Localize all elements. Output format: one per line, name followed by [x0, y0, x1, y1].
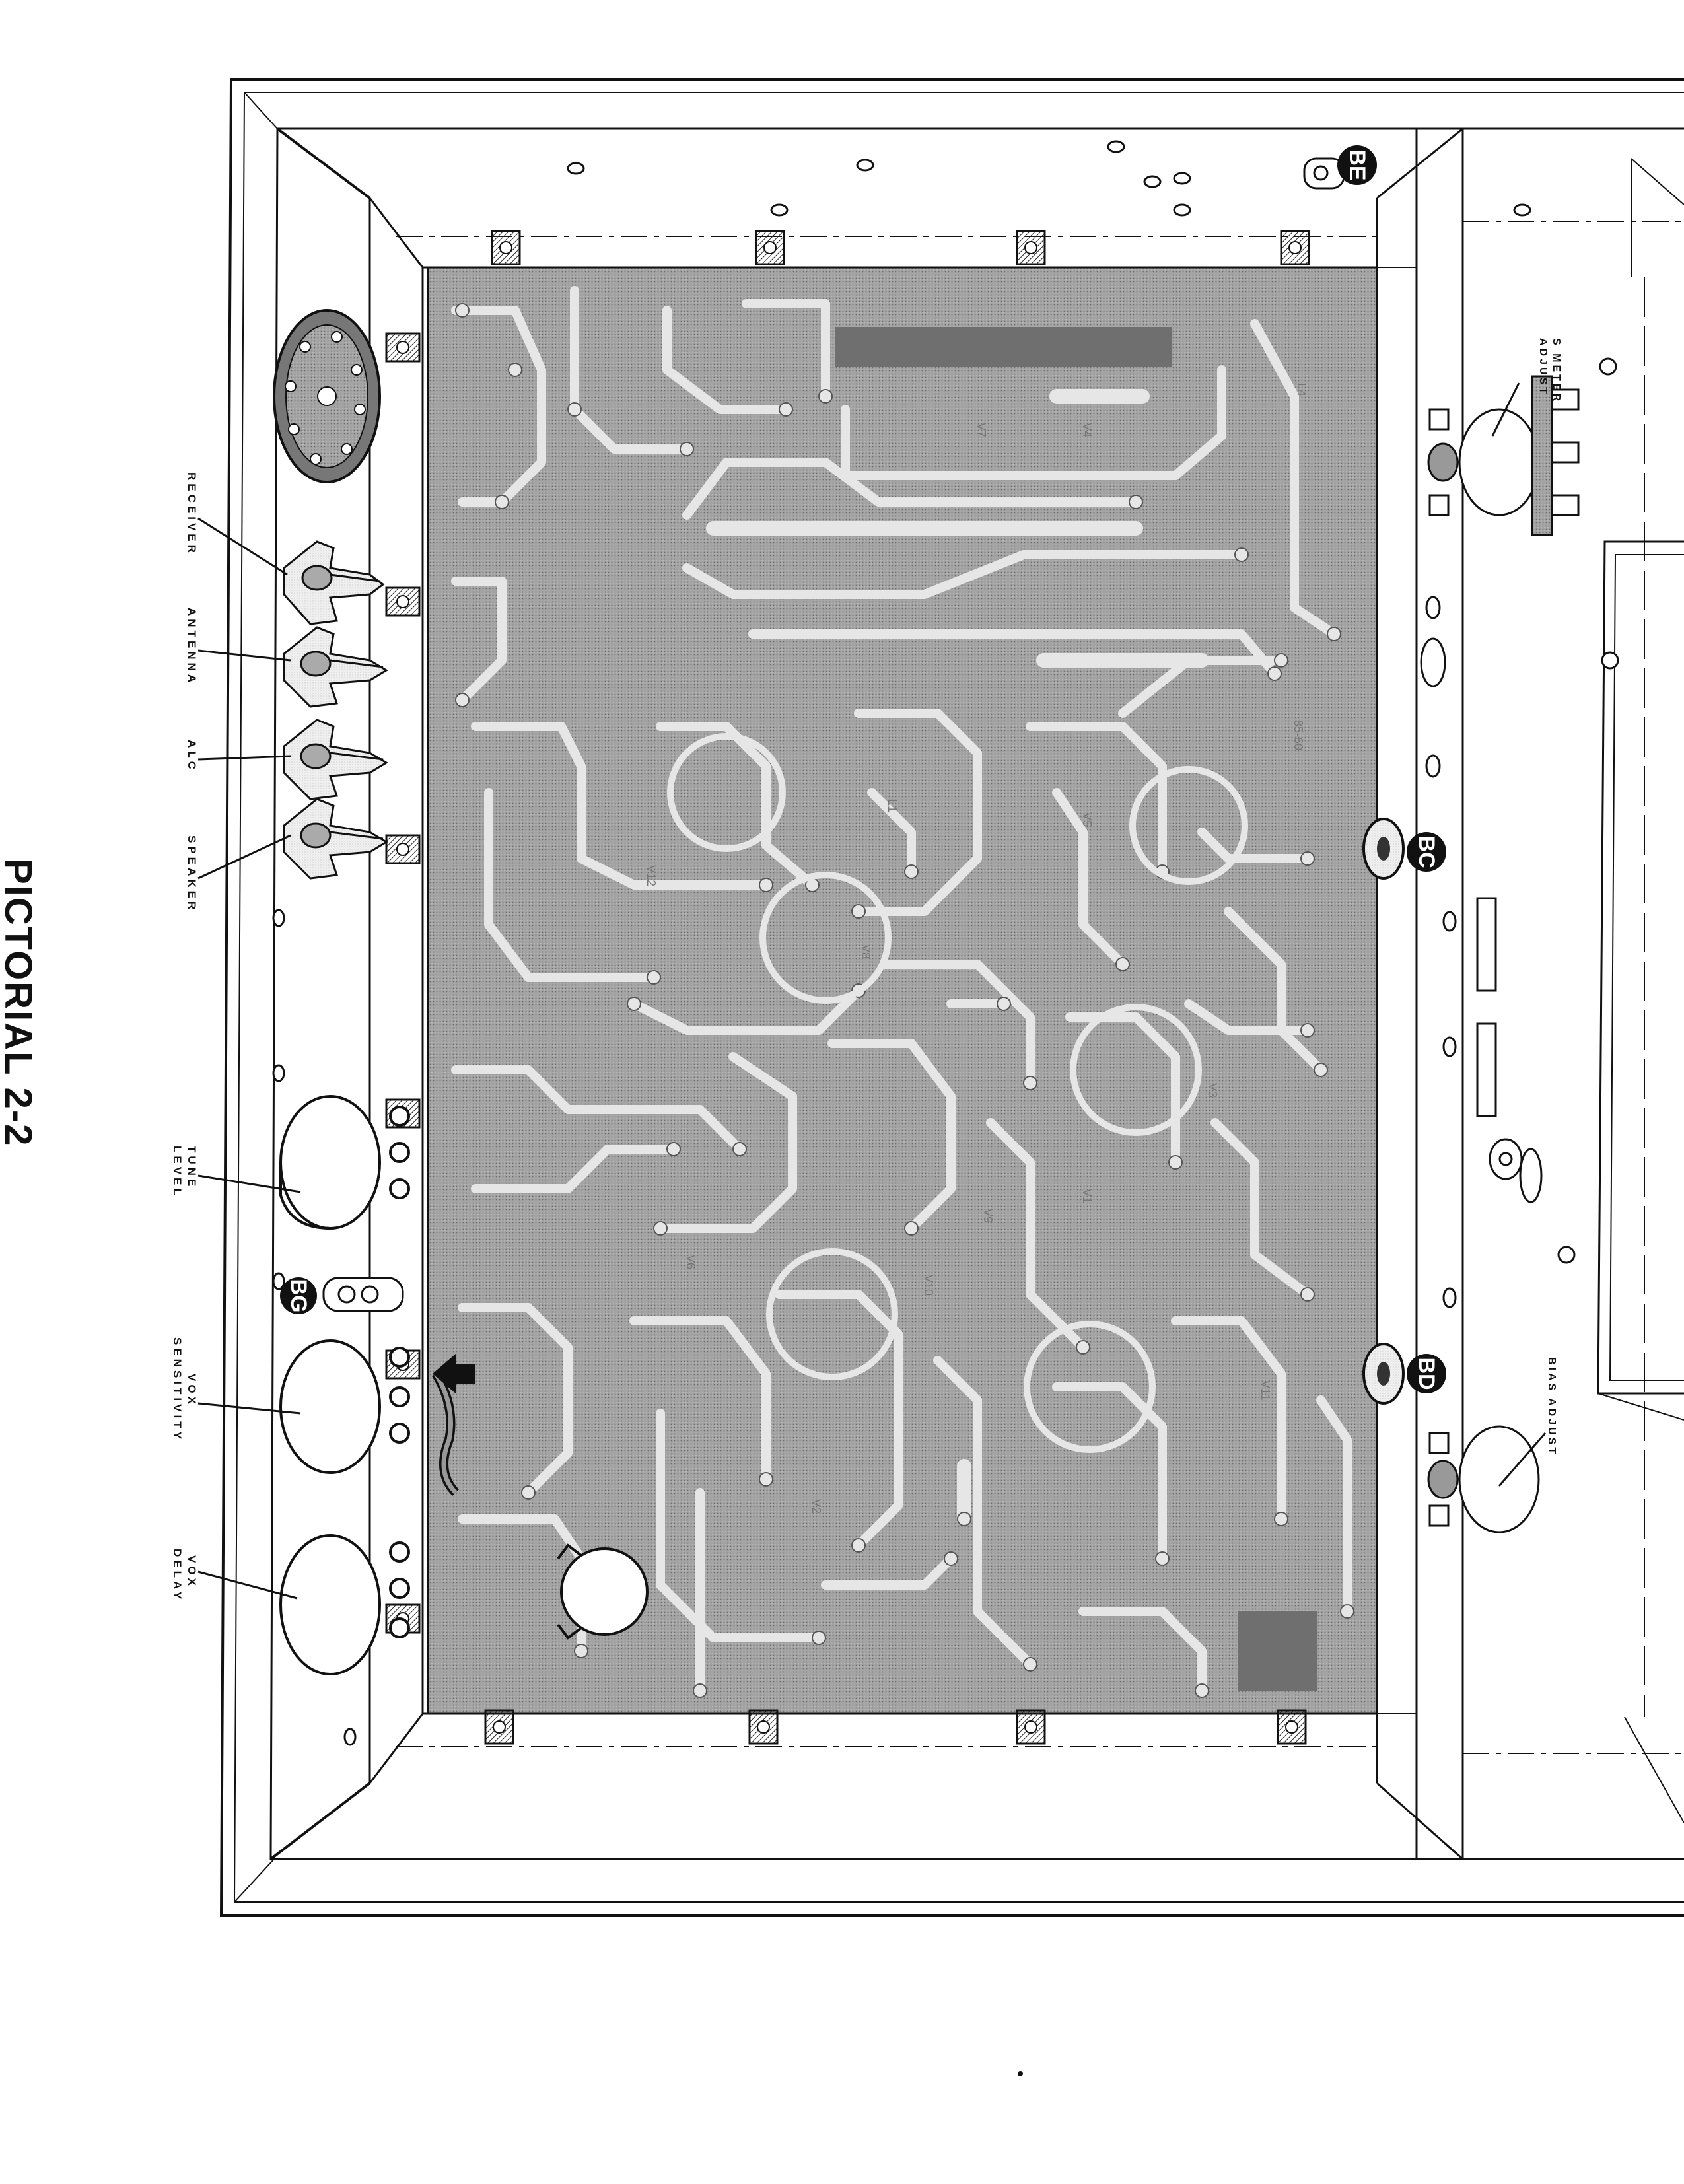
- tube-sockets: [667, 733, 1248, 1453]
- chassis-holes: [272, 140, 1619, 1746]
- board-label-v5: V5: [1080, 812, 1094, 827]
- plug-bd: BD: [1407, 1354, 1446, 1393]
- board-label-v11: V11: [1259, 1380, 1272, 1401]
- antenna-jack: [283, 626, 388, 708]
- grommet-bd: [1362, 1343, 1405, 1405]
- board-label-v7: V7: [975, 423, 988, 437]
- label-vox-delay-line1: VOX: [186, 1555, 198, 1589]
- scan-mark: [1018, 2071, 1023, 2076]
- arrow-icon: [433, 1354, 475, 1393]
- label-vox-delay-line2: DELAY: [171, 1549, 184, 1602]
- label-receiver: RECEIVER: [186, 472, 198, 556]
- board-pads: [455, 303, 1354, 1698]
- label-alc: ALC: [186, 740, 198, 773]
- board-label-number: 85-60: [1292, 720, 1305, 750]
- circuit-board: L4 85-60 L1 V8 V5 V3 V1 V10 V9 V11 V2 V1…: [427, 266, 1378, 1715]
- bias-adjust-control: [1427, 1425, 1540, 1533]
- receiver-jack: [283, 540, 385, 625]
- plug-bc: BC: [1407, 832, 1446, 872]
- tune-level-control: [279, 1095, 410, 1230]
- plug-bd-label: BD: [1414, 1357, 1439, 1390]
- vox-sensitivity-control: [279, 1339, 410, 1474]
- grommet-bc: [1362, 818, 1405, 880]
- plug-bc-label: BC: [1414, 835, 1439, 868]
- board-label-v3: V3: [1206, 1083, 1219, 1098]
- label-antenna: ANTENNA: [186, 608, 198, 686]
- right-labels: S METER ADJUST BIAS ADJUST: [1537, 338, 1562, 1456]
- label-vox-sensitivity-line2: SENSITIVITY: [171, 1337, 184, 1442]
- board-label-v1: V1: [1080, 1189, 1094, 1203]
- s-meter-adjust-control: [1427, 375, 1580, 536]
- board-label-v6: V6: [684, 1255, 697, 1269]
- accessory-socket: [273, 309, 381, 483]
- label-tune-level-line2: LEVEL: [171, 1146, 184, 1199]
- potentiometers: [279, 1095, 649, 1675]
- board-label-v10: V10: [922, 1275, 935, 1296]
- ground-lug-bg: [322, 1277, 404, 1312]
- board-label-v4: V4: [1080, 423, 1094, 437]
- plug-be: BE: [1337, 145, 1377, 185]
- label-speaker: SPEAKER: [186, 835, 198, 913]
- board-label-v12: V12: [645, 865, 658, 886]
- figure-caption: PICTORIAL 2-2: [0, 859, 40, 1146]
- label-tune-level-line1: TUNE: [186, 1146, 198, 1189]
- label-s-meter-adjust-line2: ADJUST: [1537, 338, 1549, 396]
- board-label-l4: L4: [1295, 383, 1308, 396]
- label-bias-adjust: BIAS ADJUST: [1546, 1357, 1557, 1456]
- phono-jacks: [283, 540, 388, 880]
- board-wide-traces: [706, 389, 1209, 1526]
- vox-wire: [431, 1354, 475, 1496]
- alc-jack: [283, 719, 388, 800]
- board-label-v2: V2: [810, 1499, 823, 1514]
- board-trimmer: [557, 1543, 649, 1640]
- speaker-jack: [283, 798, 388, 880]
- leader-lines: [197, 382, 1547, 1600]
- board-label-v9: V9: [981, 1209, 995, 1223]
- board-label-v8: V8: [859, 944, 872, 959]
- board-traces: [451, 286, 1352, 1695]
- left-labels: RECEIVER ANTENNA ALC SPEAKER TUNE LEVEL …: [171, 472, 198, 1602]
- vox-delay-control: [279, 1534, 410, 1675]
- plug-bg-label: BG: [286, 1279, 311, 1313]
- label-vox-sensitivity-line1: VOX: [186, 1374, 198, 1407]
- label-s-meter-adjust-line1: S METER: [1551, 338, 1562, 404]
- board-label-l1: L1: [886, 799, 899, 812]
- plug-be-label: BE: [1345, 149, 1370, 180]
- plug-bg: BG: [280, 1277, 317, 1314]
